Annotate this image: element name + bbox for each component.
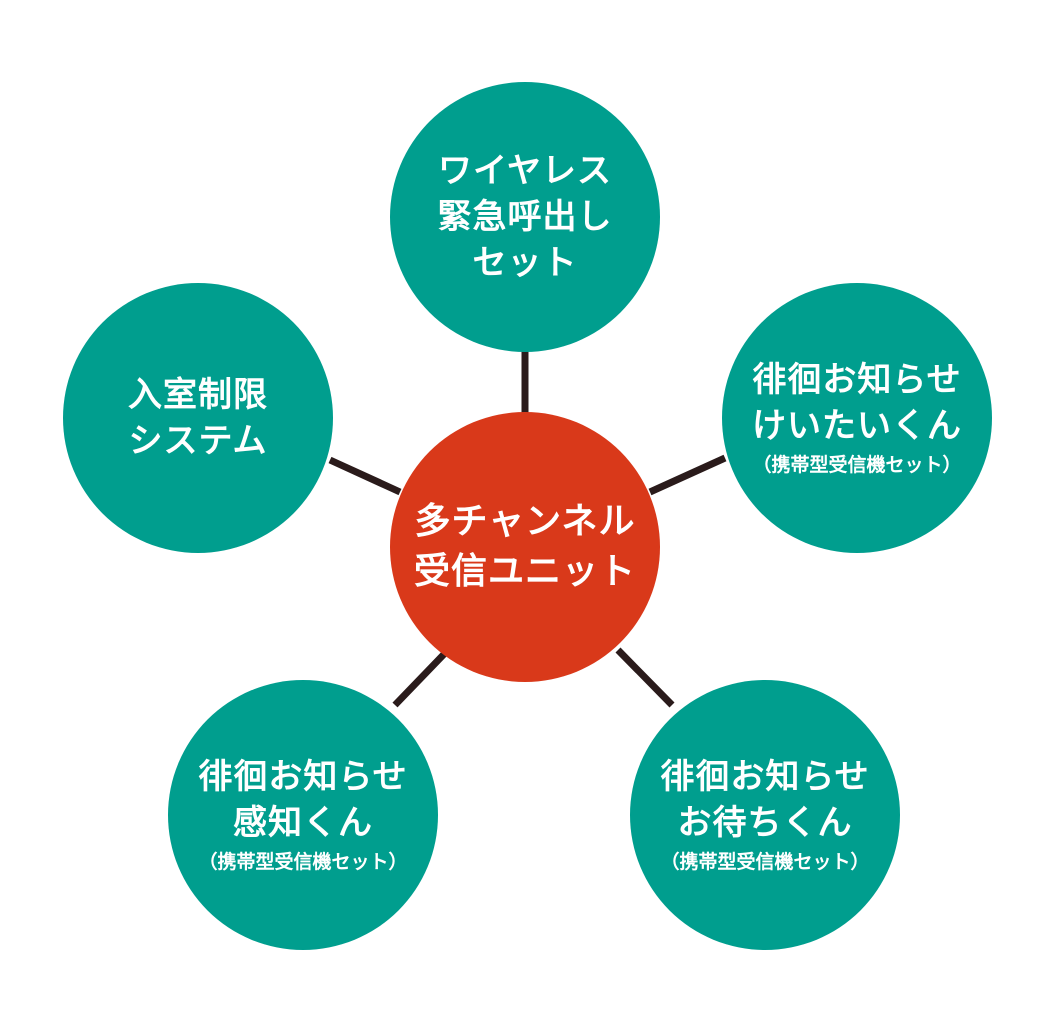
node-wandering-alert-keitai: 徘徊お知らせ けいたいくん （携帯型受信機セット） bbox=[722, 283, 992, 553]
node-label-line: 感知くん bbox=[233, 803, 373, 843]
node-label-line: ワイヤレス bbox=[438, 151, 612, 191]
node-entry-restriction-system: 入室制限 システム bbox=[63, 283, 333, 553]
node-label-line: けいたいくん bbox=[752, 406, 962, 446]
node-wandering-alert-omachi: 徘徊お知らせ お待ちくん （携帯型受信機セット） bbox=[630, 680, 900, 950]
center-label-line: 受信ユニット bbox=[413, 551, 636, 592]
node-multichannel-receiver-unit: 多チャンネル 受信ユニット bbox=[390, 412, 660, 682]
node-wandering-alert-kanchi: 徘徊お知らせ 感知くん （携帯型受信機セット） bbox=[168, 680, 438, 950]
node-label-line: 徘徊お知らせ bbox=[752, 360, 962, 400]
node-label-line: お待ちくん bbox=[677, 803, 853, 843]
center-label-line: 多チャンネル bbox=[414, 501, 636, 542]
node-sublabel: （携帯型受信機セット） bbox=[752, 454, 962, 476]
node-label-line: セット bbox=[472, 243, 578, 283]
node-label-line: 入室制限 bbox=[128, 375, 268, 415]
node-sublabel: （携帯型受信機セット） bbox=[660, 851, 870, 873]
connector-left bbox=[328, 456, 402, 496]
node-sublabel: （携帯型受信機セット） bbox=[198, 851, 408, 873]
connector-right bbox=[648, 454, 727, 496]
connector-bottom-right bbox=[615, 647, 675, 708]
node-wireless-emergency-call-set: ワイヤレス 緊急呼出し セット bbox=[390, 82, 660, 352]
connector-bottom-left bbox=[392, 647, 451, 708]
node-label-line: 緊急呼出し bbox=[437, 197, 613, 237]
node-label-line: 徘徊お知らせ bbox=[660, 757, 870, 797]
node-label-line: システム bbox=[128, 421, 268, 461]
node-label-line: 徘徊お知らせ bbox=[198, 757, 408, 797]
